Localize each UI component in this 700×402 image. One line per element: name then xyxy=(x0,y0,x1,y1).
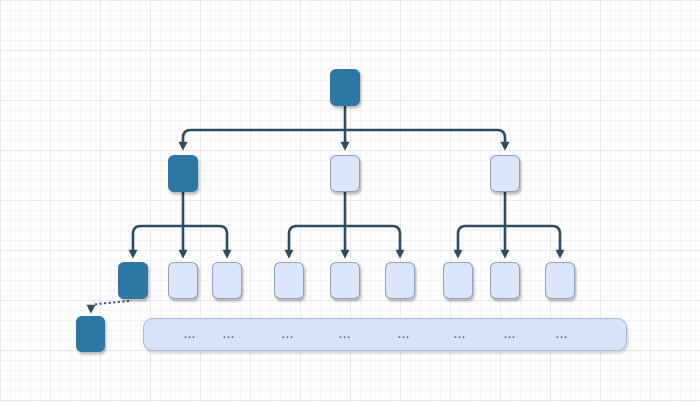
edge-branch2-leaf-2-1[interactable] xyxy=(284,224,345,259)
edge-branch1-leaf-1-1[interactable] xyxy=(128,224,183,259)
edge-branch1-leaf-1-3[interactable] xyxy=(183,224,232,259)
node-leaf-1-3[interactable] xyxy=(212,262,242,299)
node-branch-1[interactable] xyxy=(168,155,198,192)
node-root[interactable] xyxy=(330,69,360,106)
ellipsis-item: ... xyxy=(281,329,295,342)
ellipsis-item: ... xyxy=(222,329,236,342)
node-leaf-2-1[interactable] xyxy=(274,262,304,299)
node-branch-3[interactable] xyxy=(490,155,520,192)
node-leaf-3-1[interactable] xyxy=(443,262,473,299)
node-leaf-2-3[interactable] xyxy=(385,262,415,299)
node-leaf-3-3[interactable] xyxy=(545,262,575,299)
ellipsis-item: ... xyxy=(338,329,352,342)
ellipsis-item: ... xyxy=(397,329,411,342)
ellipsis-bar[interactable] xyxy=(143,318,627,351)
edge-branch3-leaf-3-1[interactable] xyxy=(453,224,505,259)
edge-root-branch-1[interactable] xyxy=(178,128,345,151)
node-branch-2[interactable] xyxy=(330,155,360,192)
edge-root-branch-3[interactable] xyxy=(345,128,510,151)
node-leaf-2-2[interactable] xyxy=(330,262,360,299)
ellipsis-item: ... xyxy=(503,329,517,342)
edge-leaf-detached-dotted[interactable] xyxy=(86,300,130,314)
ellipsis-item: ... xyxy=(555,329,569,342)
node-detached[interactable] xyxy=(76,316,105,352)
node-leaf-1-1[interactable] xyxy=(118,262,148,299)
ellipsis-item: ... xyxy=(453,329,467,342)
ellipsis-item: ... xyxy=(183,329,197,342)
node-leaf-3-2[interactable] xyxy=(490,262,520,299)
edge-branch3-leaf-3-3[interactable] xyxy=(505,224,565,259)
node-leaf-1-2[interactable] xyxy=(168,262,198,299)
edge-branch2-leaf-2-3[interactable] xyxy=(345,224,405,259)
